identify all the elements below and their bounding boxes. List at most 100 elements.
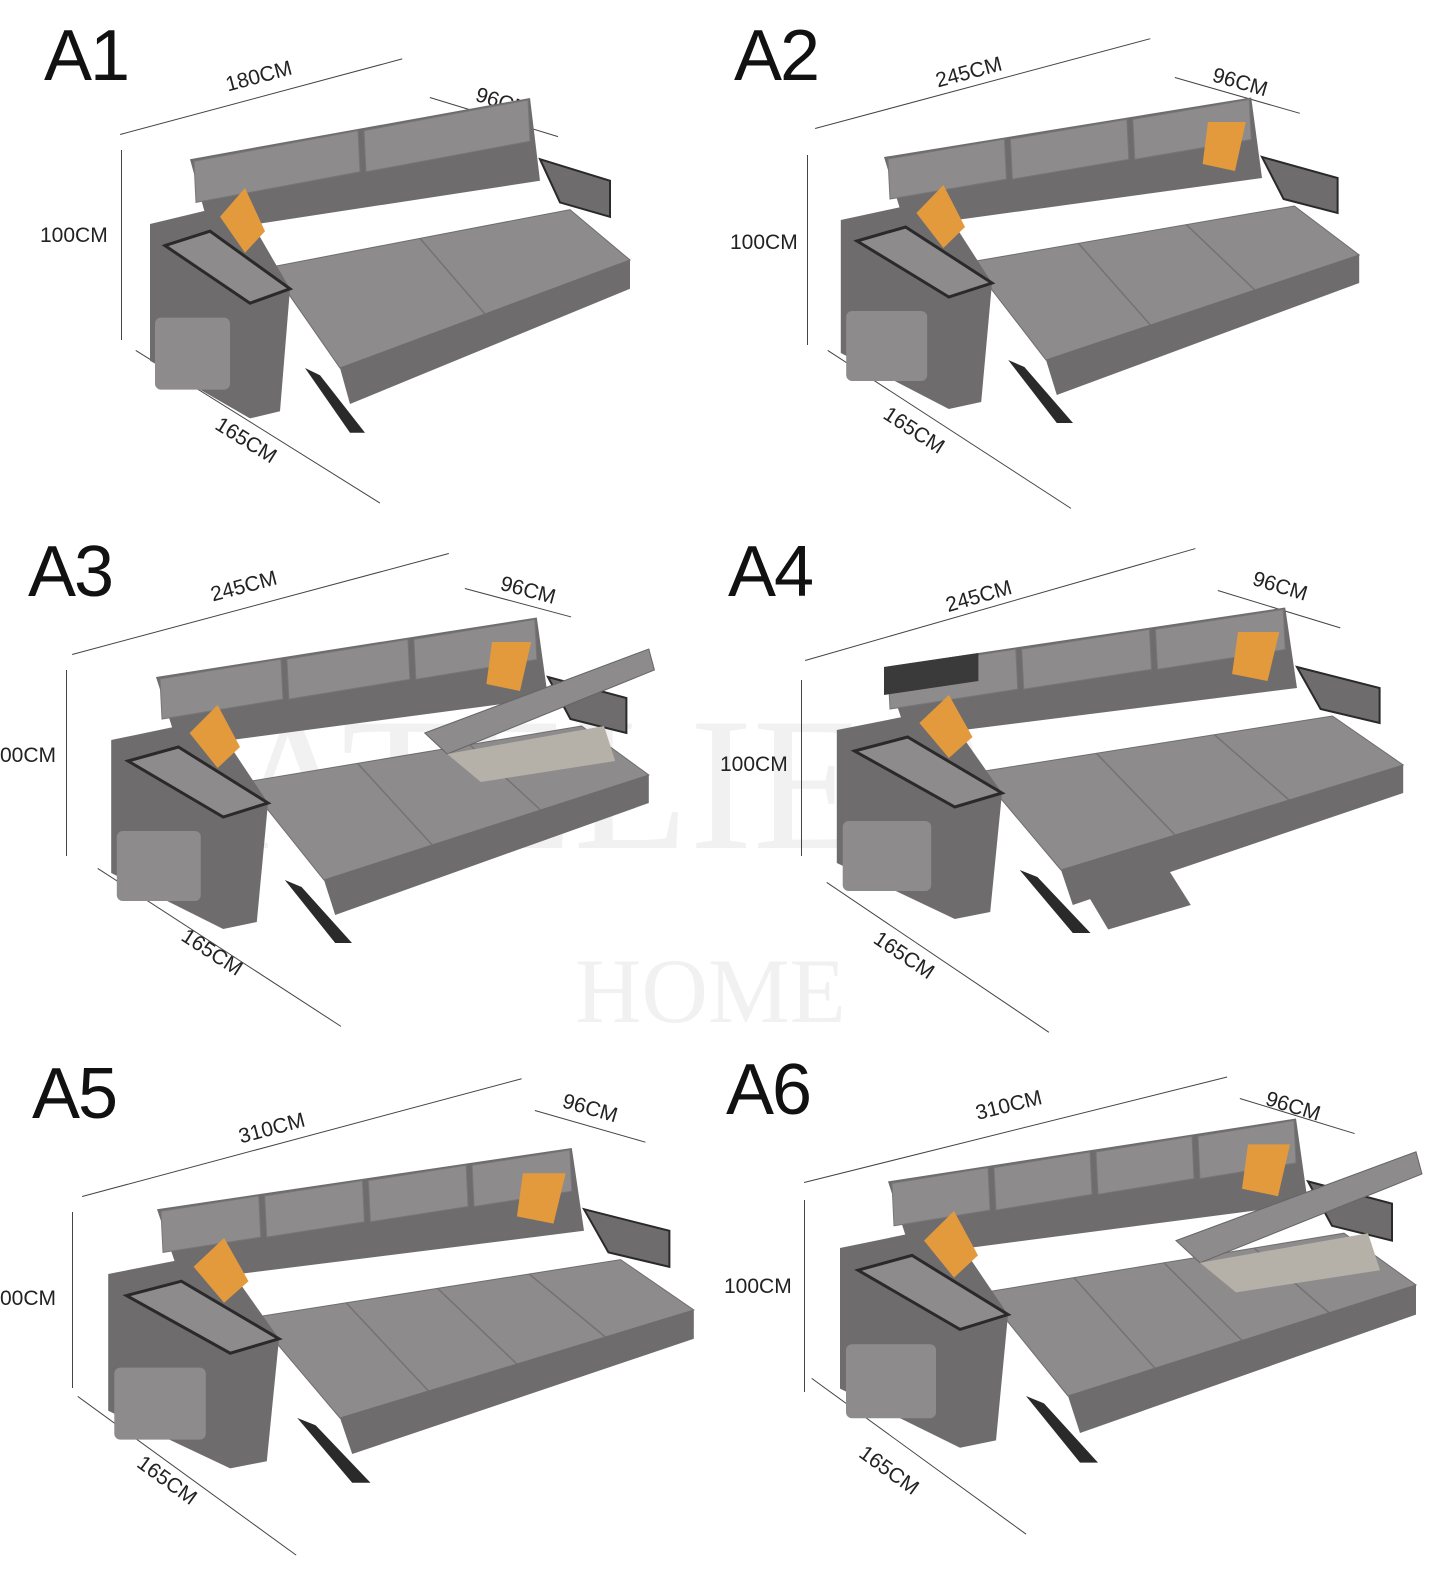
height-dimension: 00CM <box>0 744 57 767</box>
sofa-illustration <box>108 1148 695 1483</box>
recliner-footrest <box>1072 849 1191 930</box>
armrest-top <box>854 1253 1012 1332</box>
seat-seam <box>1213 734 1290 801</box>
sofa-panel-a4: A4 245CM 96CM 100CM 165CM <box>720 520 1445 1040</box>
armrest-top <box>124 745 272 819</box>
model-label: A4 <box>728 532 814 612</box>
headrest-cushion <box>993 1151 1093 1211</box>
headrest-cushion <box>1009 118 1130 180</box>
armrest-top <box>850 735 1006 809</box>
pillow <box>220 188 265 253</box>
ottoman <box>114 1367 206 1440</box>
storage-lid <box>1175 1151 1423 1264</box>
headrest-cushion <box>193 130 361 203</box>
sofa-shape <box>840 1118 1423 1463</box>
right-armrest <box>581 1207 671 1269</box>
pillow <box>189 705 240 768</box>
armrest-top <box>122 1279 283 1355</box>
model-label: A2 <box>734 16 820 96</box>
pillow <box>486 642 532 691</box>
pillow <box>1232 632 1280 681</box>
height-line <box>801 680 802 856</box>
sofa-shape <box>150 98 631 433</box>
bed-front <box>340 1310 694 1454</box>
sofa-panel-a1: A1 180CM 96CM 100CM 165CM <box>0 0 720 520</box>
armrest-top <box>161 229 294 305</box>
height-line <box>121 150 122 340</box>
armrest-top <box>853 225 996 299</box>
pillow <box>919 695 973 758</box>
bed-front <box>1068 1285 1416 1433</box>
headrest-cushion <box>367 1164 469 1223</box>
bed-frame <box>297 1418 371 1483</box>
headrest-cushion <box>887 138 1007 200</box>
sofa-shape <box>836 607 1405 933</box>
headrest-cushion <box>363 99 531 173</box>
headrest-cushion <box>891 1167 991 1227</box>
ottoman <box>846 1344 936 1419</box>
pillow <box>193 1238 249 1303</box>
ottoman <box>155 317 230 390</box>
headrest-cushion <box>1021 628 1152 690</box>
bed-frame <box>305 368 365 433</box>
height-line <box>66 670 67 856</box>
bed-frame <box>1008 360 1073 423</box>
seat-seam <box>1073 1277 1156 1369</box>
storage-compartment <box>1200 1233 1380 1293</box>
model-label: A1 <box>44 16 130 96</box>
ottoman <box>842 821 932 891</box>
bed-front <box>340 260 630 404</box>
model-label: A3 <box>28 532 114 612</box>
sofa-illustration <box>840 1118 1423 1463</box>
bed-front <box>324 775 649 915</box>
right-armrest <box>1260 155 1339 215</box>
height-dimension: 100CM <box>720 753 788 776</box>
sofa-illustration <box>836 607 1405 933</box>
right-armrest <box>1294 665 1381 725</box>
bed-front <box>1046 255 1360 395</box>
seat-seam <box>1095 752 1176 836</box>
ottoman <box>116 831 201 901</box>
model-label: A5 <box>32 1054 118 1134</box>
right-armrest <box>538 157 611 219</box>
headrest-cushion <box>159 658 284 720</box>
pillow <box>1202 122 1246 171</box>
height-dimension: 100CM <box>730 231 798 254</box>
seat-seam <box>1163 1262 1243 1342</box>
headrest-cushion <box>286 638 411 700</box>
pillow <box>1242 1144 1290 1197</box>
watermark-subtext: HOME <box>575 940 846 1042</box>
headrest-cushion <box>160 1195 262 1253</box>
height-line <box>807 155 808 345</box>
headrest-cushion <box>1095 1135 1195 1195</box>
pillow <box>924 1211 978 1278</box>
model-label: A6 <box>726 1050 812 1130</box>
height-dimension: 100CM <box>724 1275 792 1298</box>
seat-seam <box>528 1273 606 1338</box>
seat-seam <box>345 1302 429 1392</box>
pillow <box>916 185 965 248</box>
sofa-panel-a5: A5 310CM 96CM 00CM 165CM <box>0 1040 720 1580</box>
bed-frame <box>1019 870 1091 933</box>
seat-seam <box>357 762 433 846</box>
sofa-illustration <box>111 617 655 943</box>
pillow <box>516 1173 566 1224</box>
storage-lid <box>423 648 655 755</box>
height-dimension: 100CM <box>40 224 108 247</box>
headrest-cushion <box>264 1180 365 1238</box>
seat-seam <box>1185 224 1256 291</box>
seat-seam <box>419 237 486 315</box>
storage-compartment <box>447 726 616 782</box>
sofa-illustration <box>840 97 1361 423</box>
seat-seam <box>437 1287 518 1365</box>
bed-frame <box>1026 1396 1098 1463</box>
sofa-panel-a2: A2 245CM 96CM 100CM 165CM <box>720 0 1445 520</box>
height-dimension: 00CM <box>0 1287 57 1310</box>
sofa-panel-a3: A3 245CM 96CM 00CM 165CM <box>0 520 720 1040</box>
sofa-shape <box>840 97 1361 423</box>
sofa-shape <box>108 1148 695 1483</box>
ottoman <box>846 311 928 381</box>
height-line <box>804 1200 805 1392</box>
sofa-panel-a6: A6 310CM 96CM 100CM 165CM <box>720 1040 1445 1580</box>
sofa-illustration <box>150 98 631 433</box>
